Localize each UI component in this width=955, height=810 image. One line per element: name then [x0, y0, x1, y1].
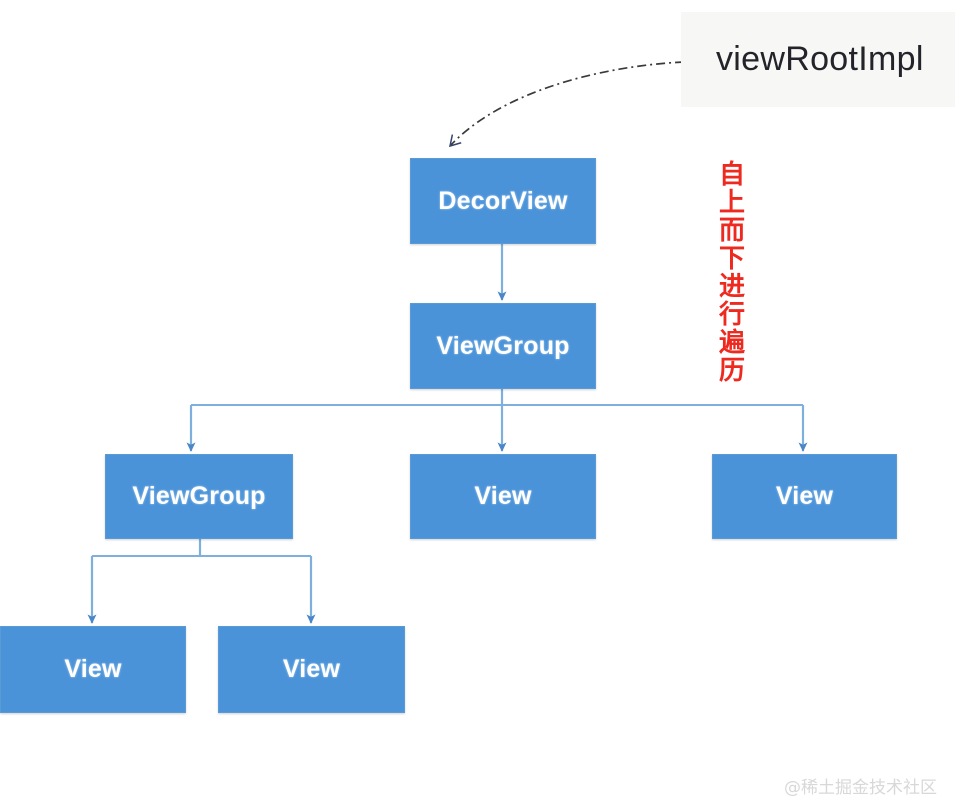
node-viewgroup-1[interactable]: ViewGroup — [410, 303, 596, 389]
node-view-right[interactable]: View — [712, 454, 897, 539]
node-view-bottom-left[interactable]: View — [0, 626, 186, 713]
callout-label-box: viewRootImpl — [681, 12, 955, 107]
node-viewgroup-2[interactable]: ViewGroup — [105, 454, 293, 539]
callout-arrow — [449, 61, 685, 148]
node-decorview[interactable]: DecorView — [410, 158, 596, 244]
node-view-bottom-right[interactable]: View — [218, 626, 405, 713]
watermark: @稀土掘金技术社区 — [784, 778, 937, 798]
callout-label-text: viewRootImpl — [716, 40, 924, 78]
annotation-note-vertical: 自上而下进行遍历 — [714, 160, 745, 384]
node-view-mid[interactable]: View — [410, 454, 596, 539]
